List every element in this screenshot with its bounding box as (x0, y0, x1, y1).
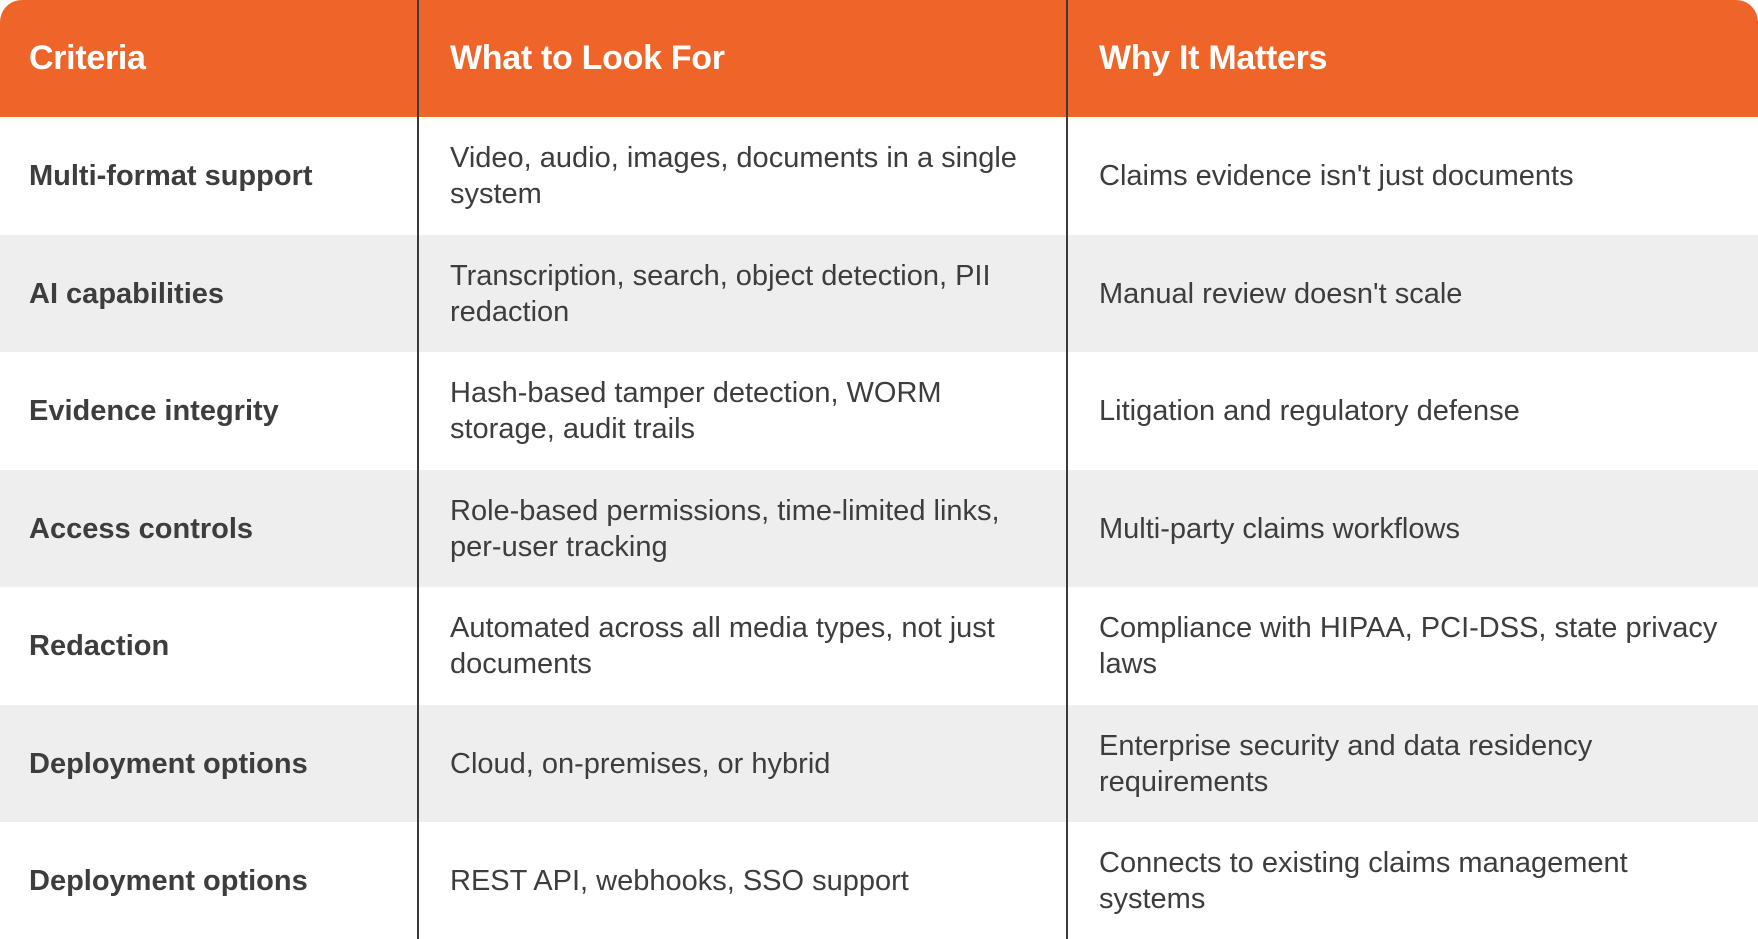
criteria-cell: AI capabilities (29, 277, 225, 310)
criteria-cell: Multi-format support (29, 160, 313, 192)
why-cell: Claims evidence isn't just documents (1099, 160, 1574, 192)
why-cell: Connects to existing claims management s… (1099, 846, 1628, 915)
what-cell: Role-based permissions, time-limited lin… (450, 494, 1000, 563)
table-row: Redaction Automated across all media typ… (0, 587, 1758, 705)
what-cell: Automated across all media types, not ju… (450, 612, 995, 680)
table-row: Deployment options REST API, webhooks, S… (0, 822, 1758, 939)
criteria-cell: Deployment options (29, 747, 308, 780)
header-criteria: Criteria (29, 39, 146, 77)
table-header: Criteria What to Look For Why It Matters (0, 0, 1758, 117)
table-row: Deployment options Cloud, on-premises, o… (0, 705, 1758, 822)
what-cell: Video, audio, images, documents in a sin… (450, 142, 1017, 210)
criteria-cell: Evidence integrity (29, 395, 279, 427)
header-what-to-look-for: What to Look For (450, 39, 725, 77)
table-row: Multi-format support Video, audio, image… (0, 117, 1758, 235)
column-divider (1066, 0, 1068, 939)
table-row: Access controls Role-based permissions, … (0, 470, 1758, 587)
column-divider (417, 0, 419, 939)
criteria-cell: Deployment options (29, 864, 308, 897)
header-why-it-matters: Why It Matters (1099, 39, 1328, 77)
why-cell: Manual review doesn't scale (1099, 277, 1463, 310)
why-cell: Enterprise security and data residency r… (1099, 729, 1593, 798)
table-row: Evidence integrity Hash-based tamper det… (0, 352, 1758, 470)
what-cell: Cloud, on-premises, or hybrid (450, 747, 831, 780)
table-row: AI capabilities Transcription, search, o… (0, 235, 1758, 352)
what-cell: Transcription, search, object detection,… (450, 259, 991, 328)
why-cell: Compliance with HIPAA, PCI-DSS, state pr… (1099, 612, 1718, 680)
what-cell: REST API, webhooks, SSO support (450, 864, 909, 897)
why-cell: Litigation and regulatory defense (1099, 395, 1520, 427)
why-cell: Multi-party claims workflows (1099, 512, 1460, 545)
criteria-cell: Redaction (29, 630, 170, 662)
what-cell: Hash-based tamper detection, WORM storag… (450, 377, 942, 445)
criteria-cell: Access controls (29, 512, 254, 545)
